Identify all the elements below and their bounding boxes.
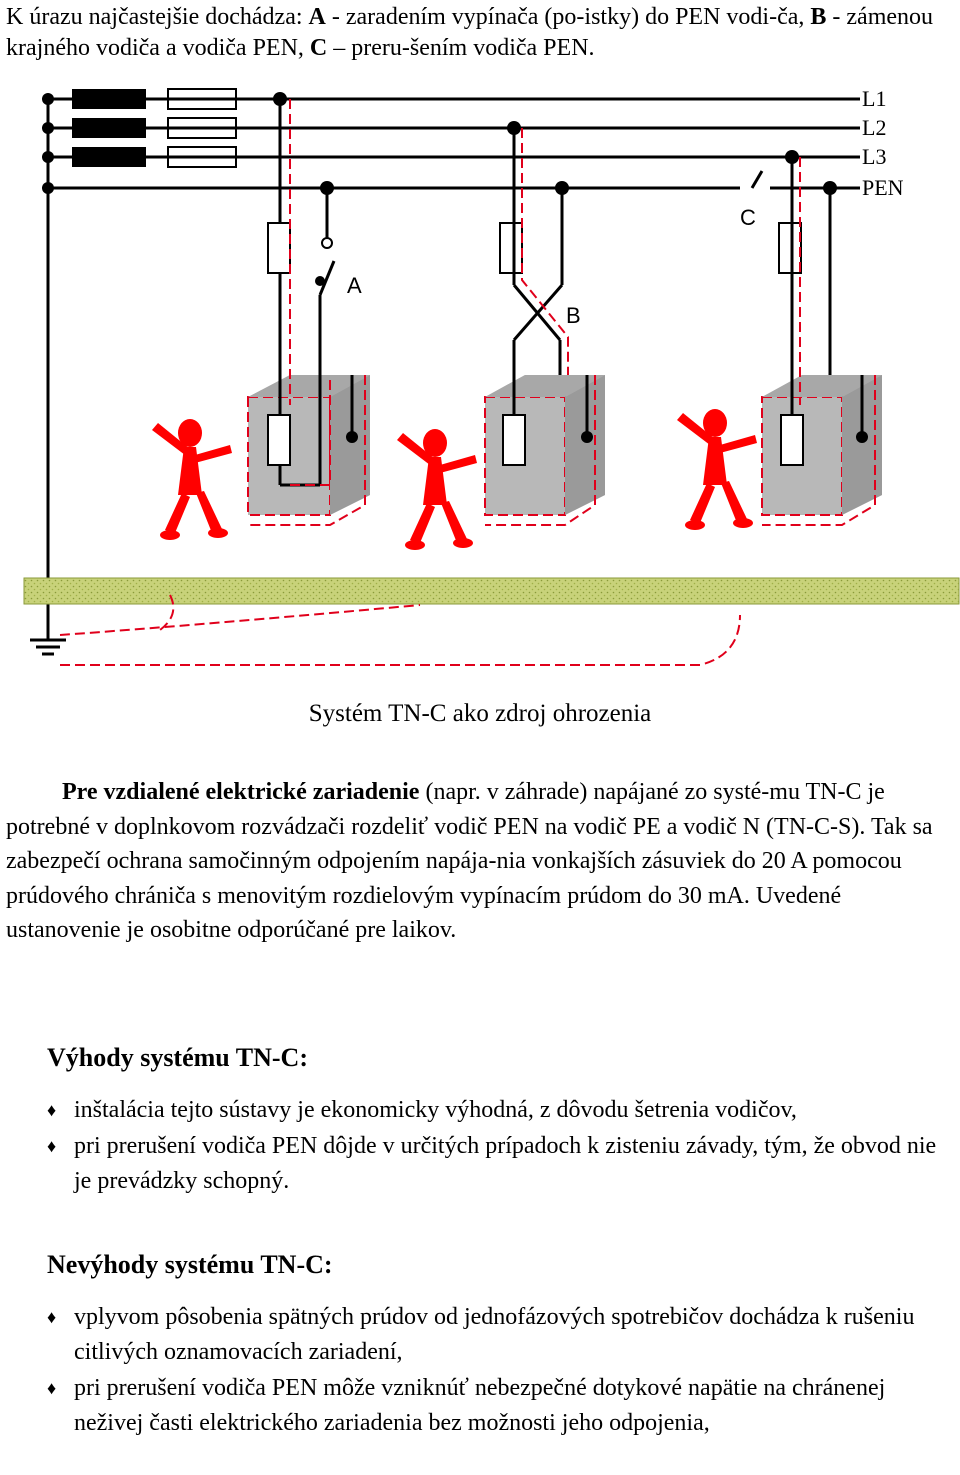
- intro-text-3: - zámenou krajného vodiča a vodiča PEN,: [6, 4, 934, 61]
- fault-return-paths: [59, 594, 741, 666]
- list-item: ♦pri prerušení vodiča PEN môže vzniknúť …: [47, 1371, 952, 1441]
- advantages-heading: Výhody systému TN-C:: [47, 1043, 308, 1072]
- person-icon-a: [152, 419, 232, 540]
- device-b: B: [484, 121, 605, 526]
- disadvantages-heading: Nevýhody systému TN-C:: [47, 1250, 333, 1279]
- label-l1: L1: [862, 86, 886, 111]
- intro-label-b: B: [810, 4, 827, 30]
- device-c: C: [740, 150, 882, 526]
- paragraph-text: (napr. v záhrade) napájané zo systé-mu T…: [6, 779, 933, 943]
- diamond-bullet-icon: ♦: [47, 1307, 57, 1327]
- intro-text-4: – preru-šením vodiča PEN.: [327, 35, 595, 61]
- bus-lines: [46, 97, 860, 640]
- marker-c: C: [740, 205, 756, 230]
- label-l3: L3: [862, 144, 886, 169]
- device-a: A: [247, 92, 370, 526]
- intro-text-1: K úrazu najčastejšie dochádza:: [6, 4, 309, 30]
- intro-label-c: C: [309, 35, 328, 61]
- diamond-bullet-icon: ♦: [47, 1378, 57, 1398]
- disadvantages-list: ♦vplyvom pôsobenia spätných prúdov od je…: [47, 1300, 952, 1442]
- person-icon-b: [397, 429, 477, 550]
- ground-strip: [23, 577, 960, 605]
- bus-dots: [42, 93, 54, 194]
- intro-paragraph: K úrazu najčastejšie dochádza: A - zarad…: [6, 2, 956, 64]
- marker-b: B: [566, 303, 581, 328]
- label-pen: PEN: [862, 175, 904, 200]
- person-icon-c: [677, 409, 757, 530]
- list-item: ♦vplyvom pôsobenia spätných prúdov od je…: [47, 1300, 952, 1370]
- list-item: ♦pri prerušení vodiča PEN dôjde v určitý…: [47, 1129, 952, 1199]
- earth-symbol-icon: [30, 638, 66, 656]
- label-l2: L2: [862, 115, 886, 140]
- diamond-bullet-icon: ♦: [47, 1136, 57, 1156]
- paragraph-bold: Pre vzdialené elektrické zariadenie: [62, 779, 420, 805]
- advantages-list: ♦inštalácia tejto sústavy je ekonomicky …: [47, 1093, 952, 1200]
- figure-caption: Systém TN-C ako zdroj ohrozenia: [308, 700, 652, 727]
- tn-c-hazard-diagram: L1 L2 L3 PEN A: [23, 86, 960, 666]
- marker-a: A: [347, 273, 362, 298]
- list-item: ♦inštalácia tejto sústavy je ekonomicky …: [47, 1093, 952, 1128]
- diamond-bullet-icon: ♦: [47, 1100, 57, 1120]
- intro-text-2: - zaradením vypínača (po-istky) do PEN v…: [325, 4, 811, 30]
- body-paragraph: Pre vzdialené elektrické zariadenie (nap…: [6, 775, 956, 948]
- intro-label-a: A: [308, 4, 326, 30]
